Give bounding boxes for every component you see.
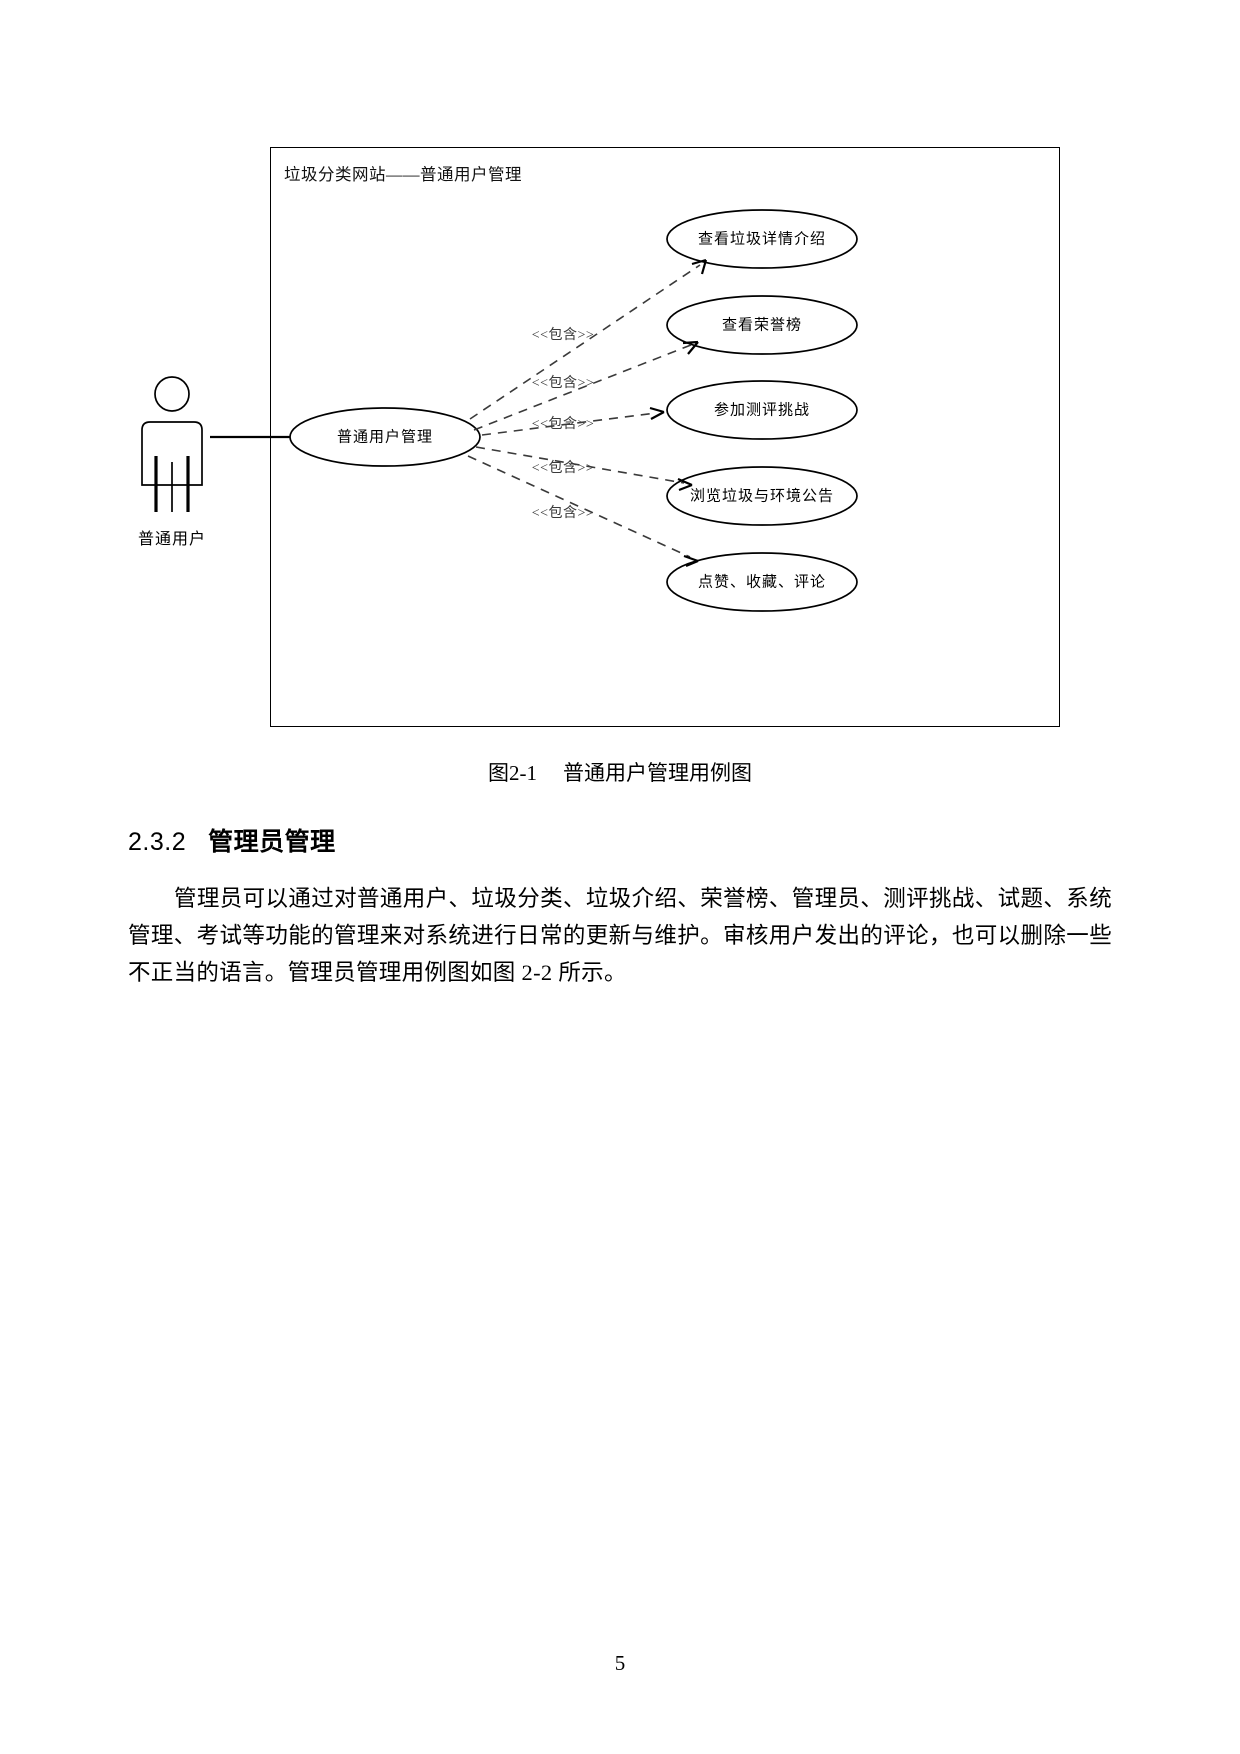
stereotype-label-4: <<包含>> xyxy=(532,505,595,521)
diagram-contents: 普通用户管理 查看垃圾详情介绍 查看荣誉榜 参加测评挑战 浏览垃圾与环境公告 xyxy=(289,209,858,612)
usecase-label-4: 点赞、收藏、评论 xyxy=(698,573,826,590)
actor-figure: 普通用户 xyxy=(138,376,206,548)
section-title: 管理员管理 xyxy=(208,828,336,856)
usecase-label-0: 查看垃圾详情介绍 xyxy=(698,230,826,247)
usecase-item-4[interactable]: 点赞、收藏、评论 xyxy=(666,552,858,612)
stereotype-label-0: <<包含>> xyxy=(532,327,595,343)
usecase-item-1[interactable]: 查看荣誉榜 xyxy=(666,295,858,355)
include-link-3 xyxy=(475,446,693,492)
usecase-item-0[interactable]: 查看垃圾详情介绍 xyxy=(666,209,858,269)
figure-caption-text: 普通用户管理用例图 xyxy=(563,761,752,785)
stereotype-label-1: <<包含>> xyxy=(532,375,595,391)
usecase-main-label: 普通用户管理 xyxy=(337,428,433,445)
actor-body-icon xyxy=(141,421,203,486)
usecase-item-2[interactable]: 参加测评挑战 xyxy=(666,380,858,440)
include-link-0 xyxy=(469,258,708,420)
usecase-label-1: 查看荣誉榜 xyxy=(722,316,802,333)
actor-label: 普通用户 xyxy=(138,530,206,548)
usecase-item-3[interactable]: 浏览垃圾与环境公告 xyxy=(666,466,858,526)
section-paragraph: 管理员可以通过对普通用户、垃圾分类、垃圾介绍、荣誉榜、管理员、测评挑战、试题、系… xyxy=(128,886,1112,985)
include-link-2 xyxy=(481,406,665,436)
usecase-label-3: 浏览垃圾与环境公告 xyxy=(690,486,834,504)
usecase-diagram: 垃圾分类网站——普通用户管理 普通用户 普通用户管理 xyxy=(138,147,1060,727)
include-link-4 xyxy=(467,455,699,568)
diagram-title: 垃圾分类网站——普通用户管理 xyxy=(284,165,522,184)
actor-head-icon xyxy=(154,376,190,412)
usecase-label-2: 参加测评挑战 xyxy=(714,401,810,418)
page-number: 5 xyxy=(614,1651,626,1675)
section-heading: 2.3.2 管理员管理 xyxy=(128,822,336,858)
section-number: 2.3.2 xyxy=(128,828,187,856)
usecase-main[interactable]: 普通用户管理 xyxy=(289,407,481,467)
stereotype-label-2: <<包含>> xyxy=(532,416,595,432)
include-link-1 xyxy=(473,340,699,431)
stereotype-label-3: <<包含>> xyxy=(532,460,595,476)
figure-caption-number: 图2-1 xyxy=(488,761,537,785)
figure-caption: 图2-1 普通用户管理用例图 xyxy=(0,757,1240,787)
